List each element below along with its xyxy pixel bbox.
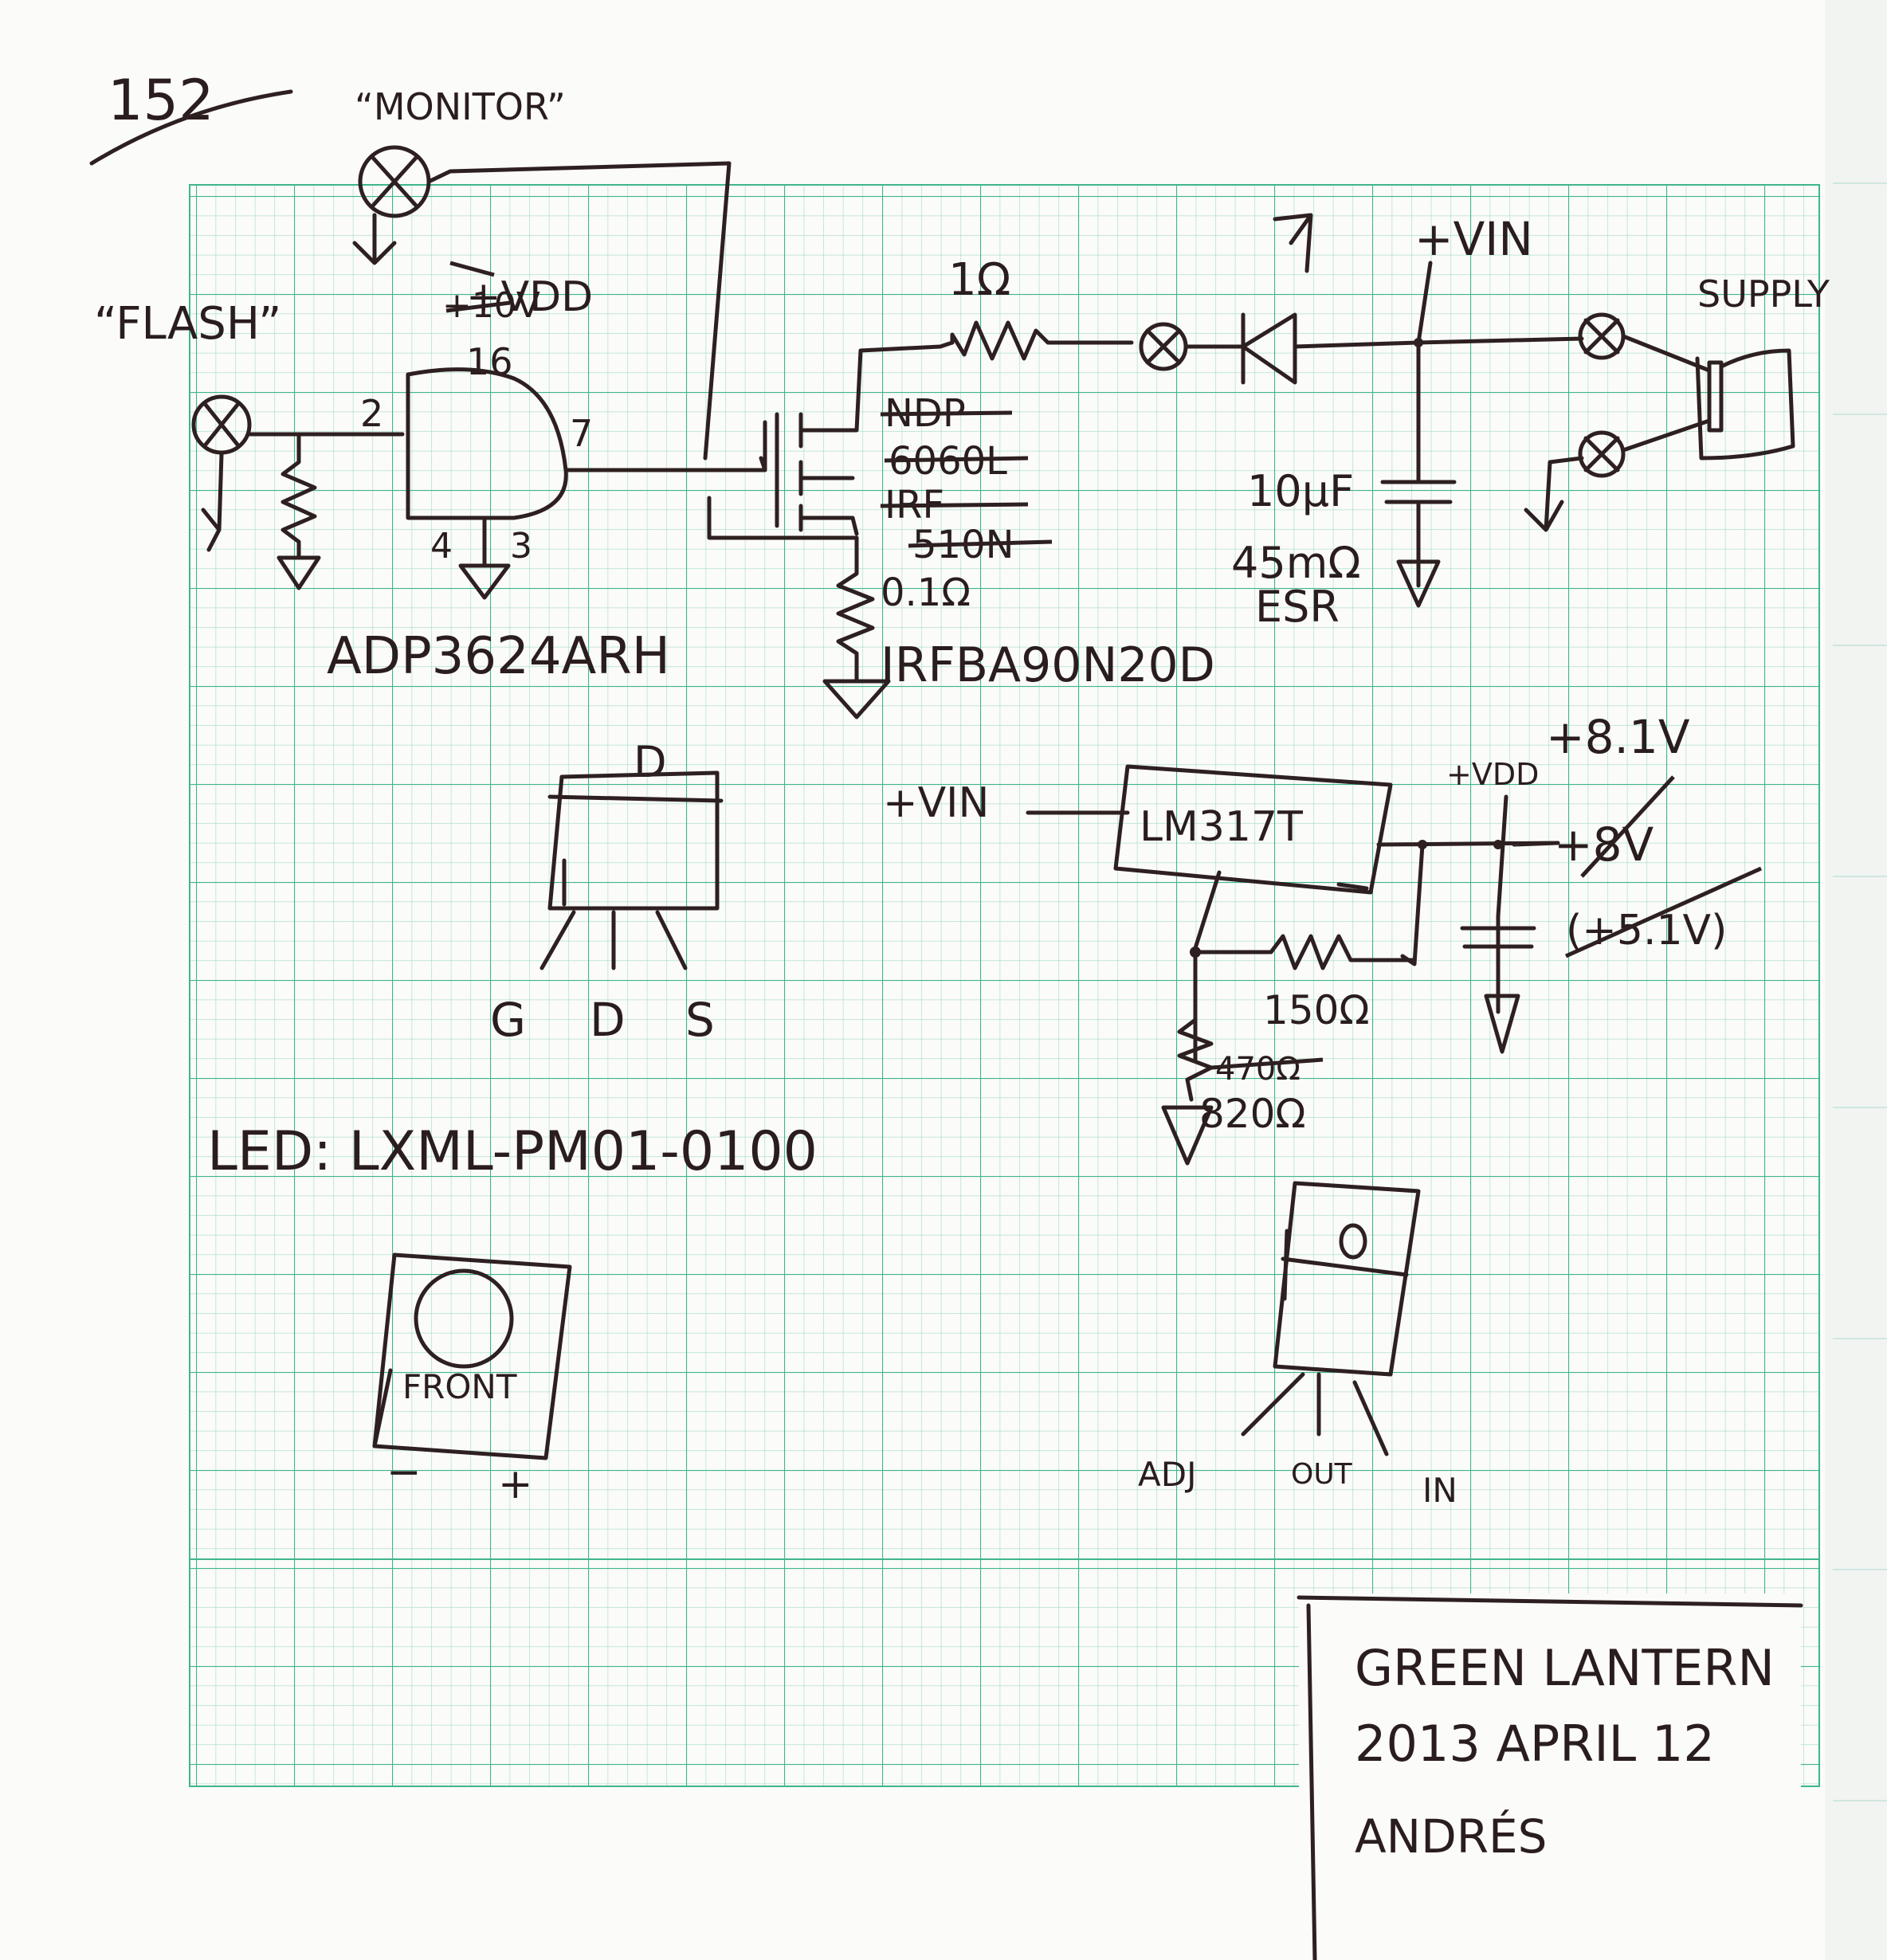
pkg-pin-d: D: [590, 993, 626, 1047]
driver-pin-7: 7: [570, 412, 593, 455]
pulldown-resistor-icon: [277, 432, 321, 590]
v-struck-label: +8V: [1554, 817, 1654, 872]
monitor-label: “MONITOR”: [355, 85, 566, 128]
res-820-strike: [1210, 1057, 1324, 1070]
vdd-reg-label: +VDD: [1446, 757, 1539, 792]
supply-connector-body: [1695, 348, 1795, 461]
pkg-d-top: D: [634, 737, 667, 787]
vin-reg-label: +VIN: [883, 779, 989, 827]
driver-ic-symbol: [406, 367, 568, 520]
driver-circuit: “FLASH” “MONITOR” +10V +VDD 16 2 7 4 3 A…: [94, 85, 1830, 719]
res-1ohm-label: 1Ω: [948, 254, 1010, 306]
graph-grid-upper: [189, 184, 1820, 1560]
cap-value-label: 10μF: [1247, 466, 1354, 516]
flash-connector-icon: [191, 394, 252, 552]
supply-connector-neg-icon: [1524, 430, 1626, 532]
input-capacitor-icon: [1380, 480, 1457, 608]
mosfet-part: IRFBA90N20D: [881, 637, 1215, 693]
regulator-circuit: +VIN LM317T +VDD 150Ω 470Ω 820Ω +8.1V +8…: [883, 710, 1763, 1166]
res-150-label: 150Ω: [1263, 987, 1370, 1033]
regulator-package: ADJ OUT IN: [1138, 1181, 1457, 1510]
mosfet-strike-1: [880, 410, 1013, 417]
cap-esr-label: ESR: [1255, 582, 1340, 632]
reg-out-junction: [1418, 840, 1427, 849]
res-820-label: 820Ω: [1199, 1091, 1306, 1137]
vin-top-label: +VIN: [1414, 212, 1533, 266]
mosfet-symbol: [707, 340, 955, 540]
signature-white-patch: [1299, 1593, 1801, 1960]
v-struck-line: [1580, 775, 1675, 878]
driver-ground-icon: [458, 515, 511, 600]
monitor-wire: [426, 161, 732, 461]
signature-line-3: ANDRÉS: [1355, 1809, 1548, 1864]
page-number: 152: [108, 68, 214, 133]
sense-resistor-label: 0.1Ω: [881, 570, 971, 615]
page-number-underline: [89, 89, 293, 166]
right-page-edge: [1825, 0, 1887, 1960]
supply-wires: [1621, 334, 1712, 453]
diode-symbol: [1241, 213, 1421, 385]
mosfet-strike-2: [884, 456, 1029, 463]
led-front-label: FRONT: [402, 1367, 517, 1406]
res-150-icon: [1193, 934, 1417, 970]
driver-ic-part: ADP3624ARH: [327, 627, 670, 686]
reg-pin-in-label: IN: [1422, 1471, 1457, 1510]
v-struck-2-label: (+5.1V): [1566, 907, 1727, 955]
signature-block: GREEN LANTERN 2013 APRIL 12 ANDRÉS: [1297, 1595, 1803, 1960]
vdd-strike-line: [445, 261, 511, 313]
reg-pin-out-label: OUT: [1291, 1458, 1353, 1491]
driver-pin-2: 2: [360, 392, 383, 435]
monitor-connector-icon: [352, 145, 431, 265]
signature-line-1: GREEN LANTERN: [1355, 1639, 1775, 1697]
led-package: FRONT − +: [372, 1252, 572, 1508]
mosfet-package: D G D S: [490, 737, 724, 1047]
mosfet-strike-3: [880, 502, 1029, 508]
pkg-pin-s: S: [685, 993, 715, 1047]
reg-cap-junction: [1493, 840, 1503, 849]
signature-line-2: 2013 APRIL 12: [1355, 1715, 1715, 1773]
reg-output-wire: [1376, 794, 1560, 1014]
led-minus-label: −: [386, 1448, 422, 1496]
regulator-part: LM317T: [1140, 803, 1303, 851]
vin-junction: [1414, 338, 1423, 347]
led-plus-label: +: [498, 1460, 533, 1508]
v-out-label: +8.1V: [1546, 710, 1690, 764]
res-820-icon: [1161, 1017, 1214, 1166]
led-part-label: LED: LXML-PM01-0100: [207, 1120, 818, 1183]
driver-pin-3: 3: [510, 526, 532, 566]
flash-label: “FLASH”: [94, 298, 281, 350]
driver-pin-4: 4: [430, 526, 453, 566]
v-struck-2-line: [1564, 866, 1763, 958]
cap-esr-value: 45mΩ: [1231, 538, 1361, 588]
output-capacitor-icon: [1460, 926, 1536, 1054]
supply-label: SUPPLY: [1697, 272, 1830, 316]
res-1ohm-icon: [950, 320, 1134, 361]
mosfet-strike-4: [908, 539, 1053, 548]
sense-resistor-icon: [822, 535, 891, 719]
reg-pin-adj-label: ADJ: [1138, 1455, 1196, 1494]
res-820-struck-label: 470Ω: [1215, 1051, 1300, 1088]
vdd-top-label: +VDD: [466, 273, 593, 321]
pkg-pin-g: G: [490, 993, 526, 1047]
regulator-body: [1113, 764, 1393, 895]
